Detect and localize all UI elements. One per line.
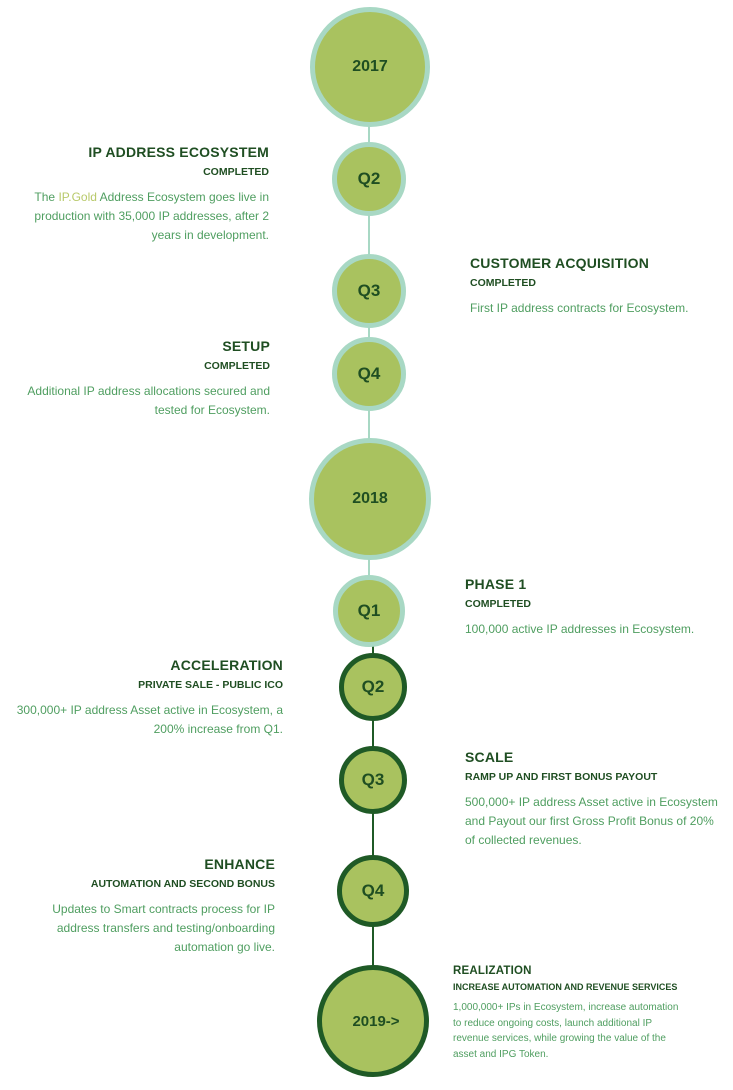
milestone-description: The IP.Gold Address Ecosystem goes live …: [34, 190, 269, 242]
timeline-node-2019: 2019->: [317, 965, 429, 1077]
milestone-description: 500,000+ IP address Asset active in Ecos…: [465, 795, 718, 847]
timeline-node-2017-q4: Q4: [332, 337, 406, 411]
timeline-node-2018-q3: Q3: [339, 746, 407, 814]
milestone-description: First IP address contracts for Ecosystem…: [470, 301, 689, 315]
milestone-description: Updates to Smart contracts process for I…: [52, 902, 275, 954]
milestone-status: INCREASE AUTOMATION AND REVENUE SERVICES: [453, 982, 678, 992]
milestone-status: COMPLETED: [470, 277, 536, 289]
milestone-title: SCALE: [465, 749, 514, 765]
milestone-status: COMPLETED: [465, 598, 531, 610]
milestone-customer-acquisition: CUSTOMER ACQUISITION COMPLETED First IP …: [470, 255, 725, 318]
milestone-realization: REALIZATION INCREASE AUTOMATION AND REVE…: [453, 965, 683, 1062]
brand-name: IP.Gold: [58, 190, 97, 204]
milestone-ip-address-ecosystem: IP ADDRESS ECOSYSTEM COMPLETED The IP.Go…: [10, 144, 269, 245]
milestone-description: 1,000,000+ IPs in Ecosystem, increase au…: [453, 1002, 679, 1060]
milestone-scale: SCALE RAMP UP AND FIRST BONUS PAYOUT 500…: [465, 749, 727, 850]
milestone-status: AUTOMATION AND SECOND BONUS: [90, 878, 275, 890]
milestone-status: COMPLETED: [204, 360, 270, 372]
timeline-connector: [368, 555, 370, 590]
milestone-title: ENHANCE: [204, 856, 275, 872]
milestone-status: PRIVATE SALE - PUBLIC ICO: [138, 679, 283, 691]
timeline-node-2018-q2: Q2: [339, 653, 407, 721]
timeline-node-2017: 2017: [310, 7, 430, 127]
milestone-description: 100,000 active IP addresses in Ecosystem…: [465, 622, 695, 636]
milestone-enhance: ENHANCE AUTOMATION AND SECOND BONUS Upda…: [15, 856, 275, 957]
milestone-description: Additional IP address allocations secure…: [27, 384, 270, 417]
milestone-title: REALIZATION: [453, 965, 532, 977]
milestone-status: RAMP UP AND FIRST BONUS PAYOUT: [465, 771, 658, 783]
milestone-status: COMPLETED: [203, 166, 269, 178]
milestone-phase-1: PHASE 1 COMPLETED 100,000 active IP addr…: [465, 576, 725, 639]
milestone-title: IP ADDRESS ECOSYSTEM: [88, 144, 269, 160]
milestone-title: SETUP: [222, 338, 270, 354]
timeline-node-2017-q2: Q2: [332, 142, 406, 216]
timeline-node-2018-q4: Q4: [337, 855, 409, 927]
timeline-node-2018: 2018: [309, 438, 431, 560]
milestone-description: 300,000+ IP address Asset active in Ecos…: [16, 703, 283, 736]
milestone-title: ACCELERATION: [170, 657, 283, 673]
timeline-node-2018-q1: Q1: [333, 575, 405, 647]
milestone-title: CUSTOMER ACQUISITION: [470, 255, 650, 271]
milestone-title: PHASE 1: [465, 576, 527, 592]
milestone-acceleration: ACCELERATION PRIVATE SALE - PUBLIC ICO 3…: [15, 657, 283, 739]
milestone-setup: SETUP COMPLETED Additional IP address al…: [8, 338, 270, 420]
timeline-node-2017-q3: Q3: [332, 254, 406, 328]
